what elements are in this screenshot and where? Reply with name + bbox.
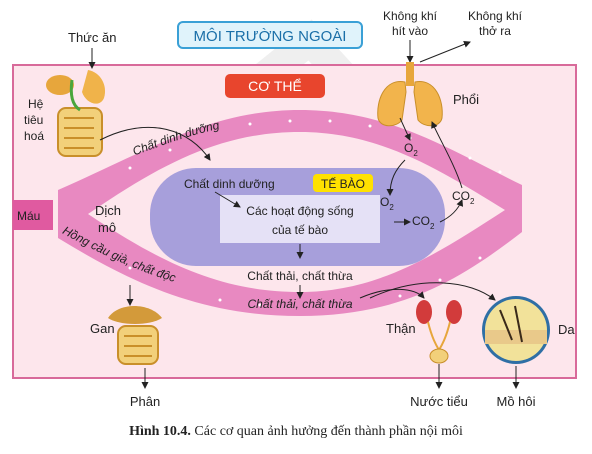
co2-cell-label: CO2 [412,214,435,231]
environment-label: MÔI TRƯỜNG NGOÀI [194,28,347,45]
liver-label: Gan [90,321,115,336]
o2-cell-label: O2 [380,195,394,212]
nutrients-cell-label: Chất dinh dưỡng [184,177,275,191]
environment-label-box [177,21,363,49]
nutrients-cell-arrow [214,191,241,208]
co2-path-arrow [439,199,464,223]
cell-label: TẾ BÀO [321,176,365,191]
figure-caption: Hình 10.4. Các cơ quan ảnh hưởng đến thà… [0,424,592,440]
food-label: Thức ăn [68,30,116,45]
skin-icon [482,296,550,364]
kidney-in-arrow [359,288,425,299]
tissue-fluid-label-1: Dịch [95,203,121,218]
diagram: Máu MÔI TRƯỜNG NGOÀI CƠ THỂ TẾ BÀO Thức … [12,9,577,409]
cell-label-box [313,174,373,192]
body-label: CƠ THỂ [248,77,302,94]
waste-cell-label: Chất thải, chất thừa [247,269,353,283]
cell-activity-label-2: của tế bào [272,223,328,237]
caption-label: Hình 10.4. [129,424,191,439]
urine-label: Nước tiểu [410,394,468,409]
digestive-label-3: hoá [24,129,44,143]
blood-label: Máu [17,209,40,223]
digestive-organ-icon [46,70,106,157]
digestive-label-1: Hệ [28,97,44,111]
air-out-arrow [419,40,471,63]
liver-icon [108,306,162,365]
sweat-label: Mồ hôi [496,394,535,409]
co2-lung-label: CO2 [452,189,475,206]
blood-bar [13,200,53,230]
lungs-label: Phổi [453,92,479,107]
air-out-label-2: thở ra [479,24,511,38]
digestive-label-2: tiêu [24,113,43,127]
air-out-label-1: Không khí [468,9,523,23]
feces-label: Phân [130,394,160,409]
lungs-icon [377,62,443,127]
waste-vessel-label: Chất thải, chất thừa [248,297,353,311]
o2-lung-label: O2 [404,141,418,158]
body-label-box [225,74,325,98]
skin-label: Da [558,322,575,337]
kidney-icon [416,300,462,364]
o2-path-arrow [386,159,406,196]
lung-co2-arrow [431,121,463,189]
kidney-label: Thận [386,321,416,336]
caption-text: Các cơ quan ảnh hưởng đến thành phần nội… [190,424,463,439]
cell-inner [220,195,380,243]
nutrients-arrow [99,126,211,161]
cell-activity-label-1: Các hoạt động sống [246,204,353,218]
air-in-label-2: hít vào [392,24,428,38]
lung-o2-arrow [399,117,411,141]
vessel-dots [128,119,502,307]
tissue-fluid-label-2: mô [98,220,116,235]
air-in-label-1: Không khí [383,9,438,23]
skin-in-arrow [369,282,496,301]
